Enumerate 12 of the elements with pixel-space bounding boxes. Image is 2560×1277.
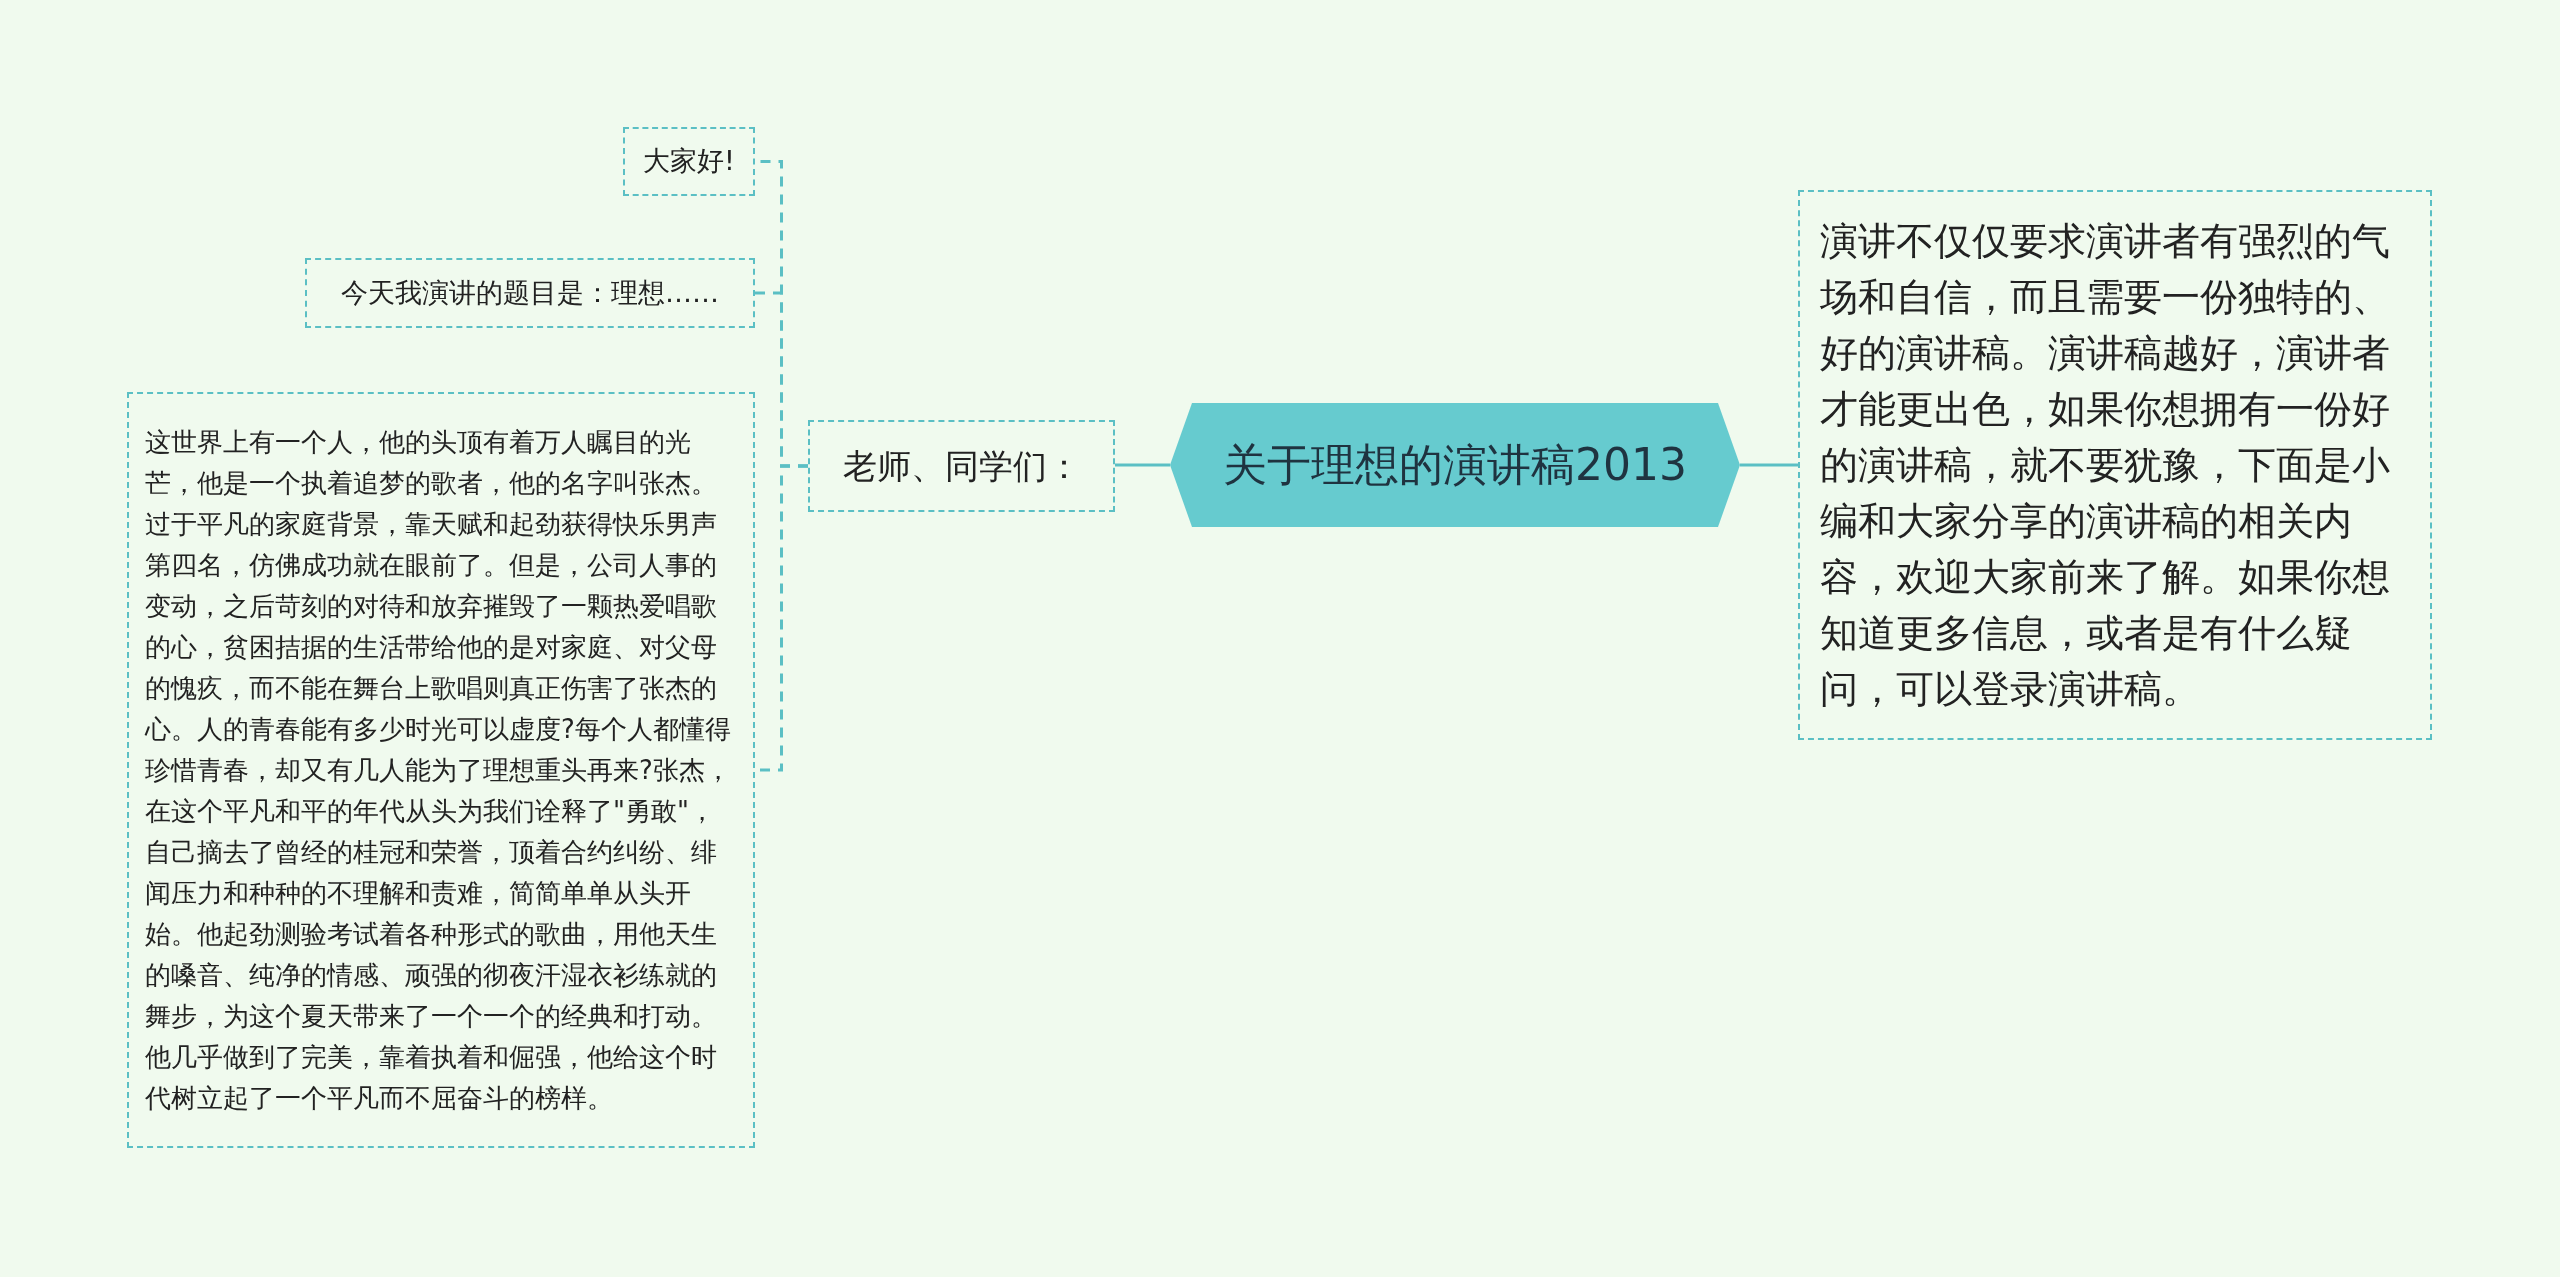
topic-text: 关于理想的演讲稿2013 — [1223, 438, 1687, 492]
paragraph-text: 演讲不仅仅要求演讲者有强烈的气场和自信，而且需要一份独特的、好的演讲稿。演讲稿越好，演讲者才能更出色，如果你想拥有一份好的演讲稿，就不要犹豫，下面是小编和大家分享的演讲稿的相关内容，欢迎大家前来了解。如果你想知道更多信息，或者是有什么疑问，可以登录演讲稿。 — [1819, 218, 2391, 713]
connector-line — [1115, 463, 1170, 467]
dashed-box — [808, 420, 1115, 512]
dashed-box — [623, 127, 755, 196]
dashed-box — [1798, 190, 2432, 740]
connector-line — [1740, 463, 1798, 467]
note-text: 大家好! — [642, 144, 736, 179]
note-text: 今天我演讲的题目是：理想…… — [340, 275, 720, 310]
branch-text: 老师、同学们： — [841, 444, 1082, 488]
paragraph-text: 这世界上有一个人，他的头顶有着万人瞩目的光芒，他是一个执着追梦的歌者，他的名字叫张杰。过于平凡的家庭背景，靠天赋和起劲获得快乐男声第四名，仿佛成功就在眼前了。但是，公司人事的变动，之后苛刻的对待和放弃摧毁了一颗热爱唱歌的心，贫困拮据的生活带给他的是对家庭、对父母的愧疚，而不能在舞台上歌唱则真正伤害了张杰的心。人的青春能有多少时光可以虚度?每个人都懂得珍惜青春，却又有几人能为了理想重头再来?张杰，在这个平凡和平的年代从头为我们诠释了"勇敢"，自己摘去了曾经的桂冠和荣誉，顶着合约纠纷、绯闻压力和种种的不理解和责难，简简单单从头开始。他起劲测验考试着各种形式的歌曲，用他天生的嗓音、纯净的情感、顽强的彻夜汗湿衣衫练就的舞步，为这个夏天带来了一个一个的经典和打动。他几乎做到了完美，靠着执着和倔强，他给这个时代树立起了一个平凡而不屈奋斗的榜样。 — [143, 425, 732, 1115]
dashed-box — [305, 258, 755, 328]
